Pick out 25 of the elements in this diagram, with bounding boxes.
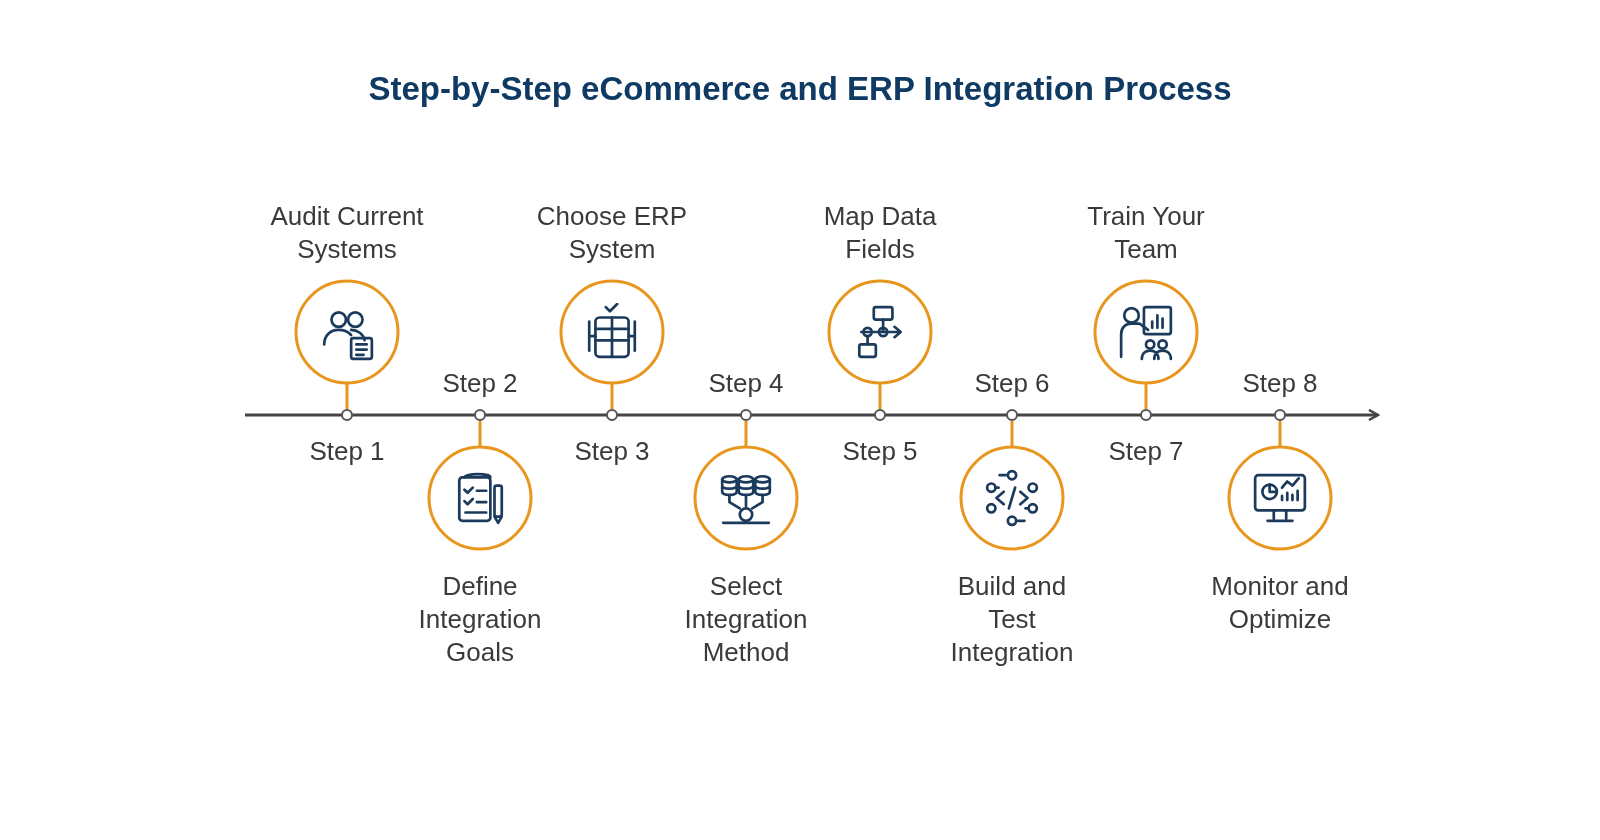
step-label: Step 1 bbox=[309, 436, 385, 467]
connector-line bbox=[1144, 383, 1148, 409]
step-title: Train Your Team bbox=[1086, 200, 1206, 266]
step-label: Step 5 bbox=[842, 436, 918, 467]
connector-line bbox=[610, 383, 614, 409]
step-label: Step 3 bbox=[574, 436, 650, 467]
step-label: Step 8 bbox=[1242, 368, 1318, 399]
step-label: Step 6 bbox=[974, 368, 1050, 399]
step-title: Map Data Fields bbox=[822, 200, 938, 266]
step-label: Step 2 bbox=[442, 368, 518, 399]
diagram-title: Step-by-Step eCommerce and ERP Integration Process bbox=[367, 70, 1233, 108]
connector-line bbox=[878, 383, 882, 409]
connector-line bbox=[1010, 421, 1014, 447]
connector-line bbox=[1278, 421, 1282, 447]
connector-line bbox=[744, 421, 748, 447]
step-label: Step 7 bbox=[1108, 436, 1184, 467]
step-title: Build and Test Integration bbox=[949, 570, 1075, 669]
step-title: Define Integration Goals bbox=[417, 570, 543, 669]
step-title: Monitor and Optimize bbox=[1210, 570, 1350, 636]
connector-line bbox=[478, 421, 482, 447]
step-title: Select Integration Method bbox=[683, 570, 809, 669]
step-title: Audit Current Systems bbox=[269, 200, 425, 266]
step-title: Choose ERP System bbox=[535, 200, 689, 266]
connector-line bbox=[345, 383, 349, 409]
step-label: Step 4 bbox=[708, 368, 784, 399]
